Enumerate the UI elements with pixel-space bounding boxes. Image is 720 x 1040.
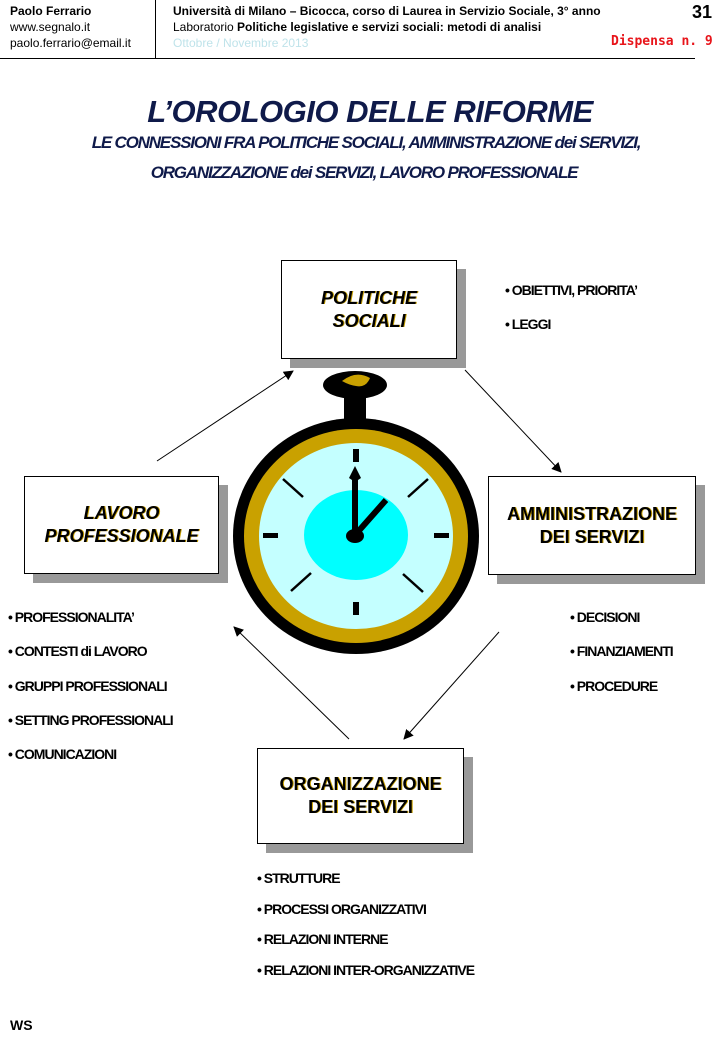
node-organizzazione-line2: DEI SERVIZI [308, 797, 413, 817]
bullet-item: • STRUTTURE [257, 870, 341, 886]
bullet-item: • PROCEDURE [570, 678, 658, 694]
bullet-item: • FINANZIAMENTI [570, 643, 674, 659]
bullet-item: • OBIETTIVI, PRIORITA’ [505, 282, 638, 298]
bullet-item: • GRUPPI PROFESSIONALI [8, 678, 168, 694]
lab-title: Politiche legislative e servizi sociali:… [237, 20, 542, 34]
arrow-politiche-to-amministrazione [464, 369, 562, 473]
node-lavoro-professionale: LAVORO PROFESSIONALE [24, 476, 219, 574]
lab-prefix: Laboratorio [173, 20, 238, 34]
page-title: L’OROLOGIO DELLE RIFORME [147, 94, 593, 129]
arrow-amministrazione-to-organizzazione [403, 631, 500, 740]
node-politiche-line2: SOCIALI [332, 310, 406, 331]
subtitle-line-2: ORGANIZZAZIONE dei SERVIZI, LAVORO PROFE… [150, 163, 579, 182]
bullet-item: • CONTESTI di LAVORO [8, 643, 148, 659]
author-website[interactable]: www.segnalo.it [10, 20, 91, 34]
page-number: 31 [692, 2, 713, 22]
stopwatch-icon [233, 371, 479, 654]
bullet-item: • COMUNICAZIONI [8, 746, 117, 762]
node-organizzazione-line1: ORGANIZZAZIONE [279, 774, 442, 794]
bullet-item: • DECISIONI [570, 609, 640, 625]
arrow-organizzazione-to-lavoro [233, 626, 350, 740]
header-rule [0, 58, 695, 59]
course-date: Ottobre / Novembre 2013 [173, 36, 309, 50]
bullet-item: • RELAZIONI INTER-ORGANIZZATIVE [257, 962, 475, 978]
bullet-item: • SETTING PROFESSIONALI [8, 712, 174, 728]
node-politiche-line1: POLITICHE [320, 287, 417, 308]
footer-mark: WS [10, 1017, 33, 1033]
arrow-lavoro-to-politiche [156, 370, 294, 462]
dispensa-label: Dispensa n. 9 [611, 34, 713, 49]
node-lavoro-line1: LAVORO [83, 503, 160, 523]
course-block: Università di Milano – Bicocca, corso di… [173, 3, 601, 51]
lab-line: Laboratorio Politiche legislative e serv… [173, 19, 601, 35]
node-amministrazione-line1: AMMINISTRAZIONE [507, 503, 677, 524]
author-name: Paolo Ferrario [10, 4, 92, 18]
author-email[interactable]: paolo.ferrario@email.it [10, 36, 131, 50]
bullet-item: • PROCESSI ORGANIZZATIVI [257, 901, 427, 917]
bullet-item: • PROFESSIONALITA’ [8, 609, 135, 625]
subtitle-line-1: LE CONNESSIONI FRA POLITICHE SOCIALI, AM… [91, 133, 642, 152]
node-lavoro-line2: PROFESSIONALE [44, 526, 199, 546]
header-divider [155, 0, 156, 58]
node-amministrazione-line2: DEI SERVIZI [539, 526, 645, 547]
bullet-item: • RELAZIONI INTERNE [257, 931, 389, 947]
author-block: Paolo Ferrario www.segnalo.it paolo.ferr… [10, 3, 131, 51]
bullet-item: • LEGGI [505, 316, 551, 332]
node-organizzazione-servizi: ORGANIZZAZIONE DEI SERVIZI [257, 748, 464, 844]
university-line: Università di Milano – Bicocca, corso di… [173, 4, 601, 18]
